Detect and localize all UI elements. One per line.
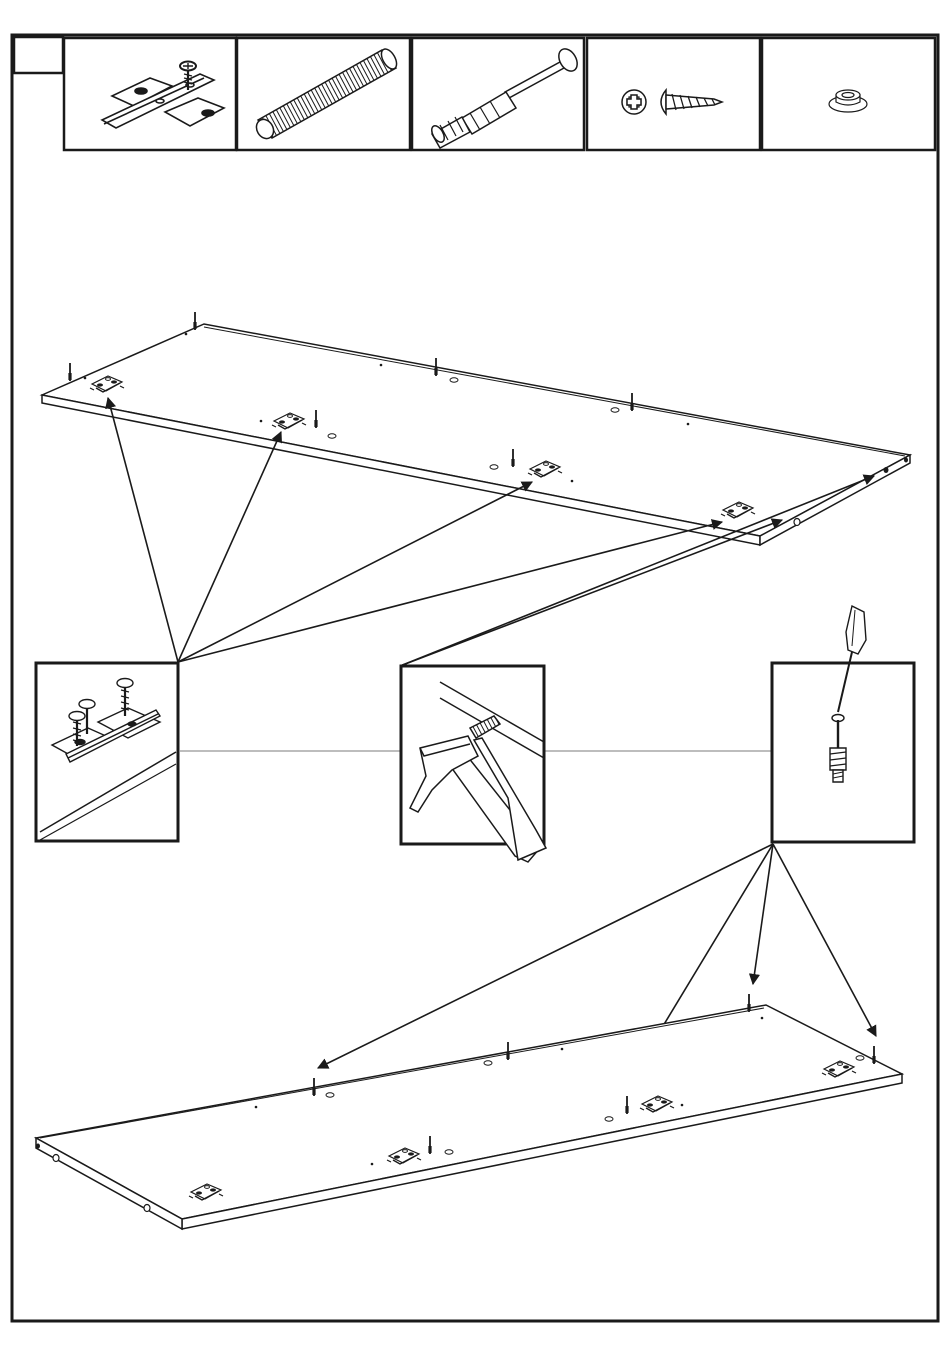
part-cell-plastic-cap xyxy=(762,38,935,150)
lower-panel xyxy=(36,994,902,1229)
detail-hinge-plate-screwing xyxy=(36,663,178,841)
detail-dowel-hammering xyxy=(401,666,546,862)
parts-row xyxy=(64,38,935,150)
part-cell-phillips-screw xyxy=(587,38,760,150)
part-cell-hinge-plate xyxy=(64,38,236,150)
upper-cam-bolt-4 xyxy=(630,393,633,411)
part-cell-cam-bolt xyxy=(412,38,584,150)
detail-cam-bolt-screwdriver xyxy=(772,606,914,842)
upper-cam-bolt-2 xyxy=(193,312,196,330)
lower-cam-bolt-2 xyxy=(506,1042,509,1060)
lower-cam-bolt-3 xyxy=(747,994,750,1012)
part-cell-wooden-dowel xyxy=(237,38,410,150)
upper-cam-bolt-1 xyxy=(68,363,71,381)
step-number-box xyxy=(14,37,63,73)
lower-cam-bolt-4 xyxy=(872,1046,875,1064)
